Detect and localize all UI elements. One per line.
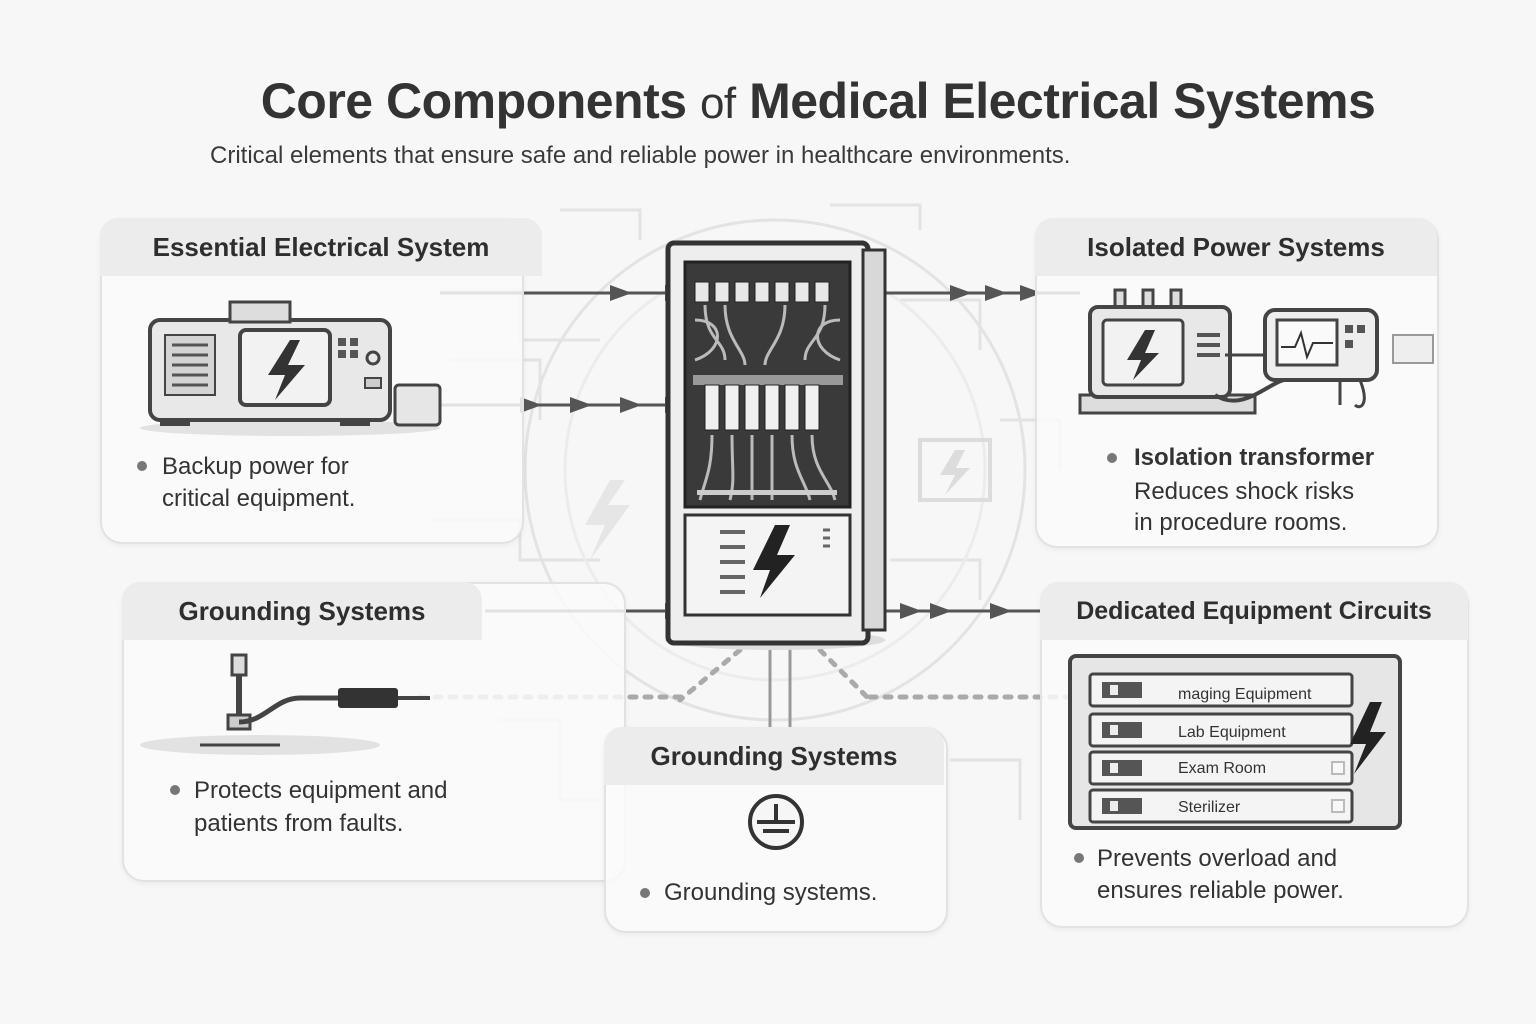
page-subtitle: Critical elements that ensure safe and r… — [210, 142, 1071, 169]
breaker-label-sterilizer: Sterilizer — [1178, 799, 1241, 816]
breaker-label-imaging: maging Equipment — [1178, 686, 1312, 703]
bullet-dot — [137, 461, 147, 471]
breaker-label-exam-room: Exam Room — [1178, 760, 1267, 777]
title-part-3: Medical Electrical Systems — [749, 73, 1376, 129]
isolated-line-1: Reduces shock risks — [1134, 478, 1355, 505]
generator-icon — [140, 300, 442, 436]
title-part-1: Core Components — [260, 73, 687, 129]
essential-electrical-system-heading: Essential Electrical System — [100, 218, 542, 276]
ground-rod-icon — [140, 653, 430, 755]
ground-symbol-icon — [748, 794, 804, 850]
dedicated-bullet-line-1: Prevents overload and — [1097, 845, 1338, 872]
isolated-power-systems-heading: Isolated Power Systems — [1035, 218, 1437, 276]
bullet-dot — [1074, 853, 1084, 863]
grounding-left-bullet-line-1: Protects equipment and — [194, 777, 448, 804]
essential-bullet-line-2: critical equipment. — [162, 485, 356, 512]
isolated-bullet-bold: Isolation transformer — [1134, 444, 1375, 471]
title-part-2: of — [699, 79, 736, 128]
breaker-label-lab: Lab Equipment — [1178, 724, 1286, 741]
isolated-line-2: in procedure rooms. — [1134, 509, 1348, 536]
grounding-left-bullet-line-2: patients from faults. — [194, 810, 404, 837]
grounding-systems-heading-center: Grounding Systems — [604, 727, 944, 785]
bullet-dot — [640, 888, 650, 898]
dedicated-equipment-circuits-heading: Dedicated Equipment Circuits — [1040, 582, 1468, 640]
bullet-dot — [170, 785, 180, 795]
bullet-dot — [1107, 453, 1117, 463]
isolation-transformer-icon — [1078, 288, 1434, 415]
grounding-center-bullet-line-1: Grounding systems. — [664, 879, 878, 906]
page-title: Core Components of Medical Electrical Sy… — [0, 72, 1536, 130]
dedicated-bullet-line-2: ensures reliable power. — [1097, 877, 1344, 904]
essential-bullet-line-1: Backup power for — [162, 453, 349, 480]
grounding-systems-heading-left: Grounding Systems — [122, 582, 482, 640]
electrical-distribution-panel-icon — [665, 240, 887, 650]
breaker-panel-icon — [1068, 654, 1402, 830]
